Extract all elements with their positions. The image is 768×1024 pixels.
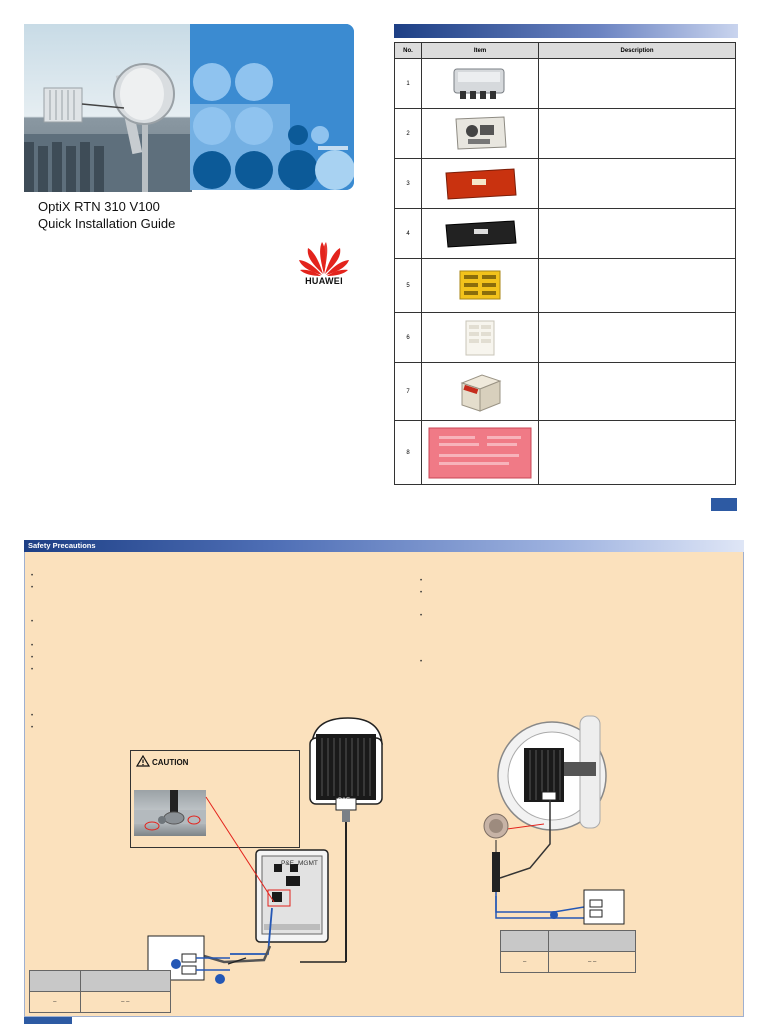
row-description (538, 58, 736, 109)
yellow-label-sheet-icon (459, 270, 501, 299)
white-label-sheet-icon (465, 320, 495, 355)
odu-unit-icon (453, 68, 505, 99)
bullet-marker: • (31, 619, 34, 625)
row-number: 4 (394, 208, 422, 259)
row-description (538, 158, 736, 209)
safety-header-bar (24, 540, 744, 552)
table-header (499, 930, 550, 952)
decorative-circles-icon (190, 24, 354, 190)
bullet-marker: • (31, 655, 34, 661)
safety-title: Safety Precautions (28, 541, 96, 550)
bullet-marker: • (31, 573, 34, 579)
row-number: 2 (394, 108, 422, 159)
table-cell: – – (79, 991, 172, 1013)
row-number: 7 (394, 362, 422, 421)
row-description (538, 420, 736, 485)
injector-mgmt-label: MGMT (298, 860, 318, 867)
table-row: 3 (394, 158, 736, 209)
antenna-photo-icon (24, 63, 192, 192)
table-header (79, 970, 172, 992)
odu-pe-label: P&E (338, 798, 351, 804)
cover-graphic (190, 24, 354, 190)
grounding-screw-icon (134, 790, 206, 831)
installation-diagram (147, 715, 625, 984)
caution-label: CAUTION (152, 758, 189, 767)
huawei-petals-icon (299, 242, 349, 276)
left-summary-table: –– – (29, 970, 172, 1013)
huawei-logo (296, 238, 352, 288)
document-bag-icon (428, 427, 532, 478)
table-row: 5 (394, 258, 736, 313)
right-summary-table: –– – (499, 930, 636, 973)
odu-icon (309, 717, 383, 811)
warning-triangle-icon (136, 755, 150, 767)
table-cell: – (29, 991, 81, 1013)
row-number: 1 (394, 58, 422, 109)
table-row: 2 (394, 108, 736, 159)
bullet-marker: • (31, 585, 34, 591)
page-marker-bottom (24, 1017, 72, 1024)
grounding-screw-photo (134, 790, 206, 836)
row-description (538, 258, 736, 313)
page-marker (711, 498, 737, 511)
row-description (538, 312, 736, 363)
column-header-no: No. (394, 42, 422, 59)
bullet-marker: • (31, 667, 34, 673)
antenna-odu-icon (497, 715, 607, 831)
table-row: 7 (394, 362, 736, 421)
packing-box-icon (460, 373, 502, 412)
bullet-marker: • (420, 659, 423, 665)
row-number: 5 (394, 258, 422, 313)
table-header-row: No. Item Description (394, 42, 736, 59)
black-cable-tie-bag-icon (445, 219, 517, 248)
cover-photo (24, 24, 192, 192)
bullet-marker: • (420, 578, 423, 584)
packing-list-header-bar (394, 24, 738, 38)
table-header (29, 970, 81, 992)
bullet-marker: • (420, 590, 423, 596)
table-cell: – – (548, 951, 636, 973)
huawei-wordmark: HUAWEI (305, 276, 343, 286)
bullet-marker: • (31, 725, 34, 731)
row-description (538, 208, 736, 259)
bullet-marker: • (31, 643, 34, 649)
injector-pe-label: P&E (281, 860, 295, 867)
guide-name: Quick Installation Guide (38, 216, 176, 231)
bullet-marker: • (420, 613, 423, 619)
row-number: 6 (394, 312, 422, 363)
packing-list-table: No. Item Description 1 2 (394, 42, 736, 485)
row-description (538, 362, 736, 421)
row-description (538, 108, 736, 159)
accessory-bag-icon (455, 115, 507, 150)
poe-injector-icon (255, 849, 329, 943)
row-number: 3 (394, 158, 422, 209)
bullet-marker: • (31, 713, 34, 719)
row-number: 8 (394, 420, 422, 485)
table-header (548, 930, 636, 952)
table-cell: – (499, 951, 550, 973)
table-row: 8 (394, 420, 736, 485)
cover-title: OptiX RTN 310 V100 Quick Installation Gu… (38, 198, 238, 232)
product-name: OptiX RTN 310 V100 (38, 199, 160, 214)
table-row: 4 (394, 208, 736, 259)
red-cable-tie-bag-icon (445, 167, 517, 200)
column-header-item: Item (421, 42, 539, 59)
column-header-description: Description (538, 42, 736, 59)
table-row: 6 (394, 312, 736, 363)
table-row: 1 (394, 58, 736, 109)
